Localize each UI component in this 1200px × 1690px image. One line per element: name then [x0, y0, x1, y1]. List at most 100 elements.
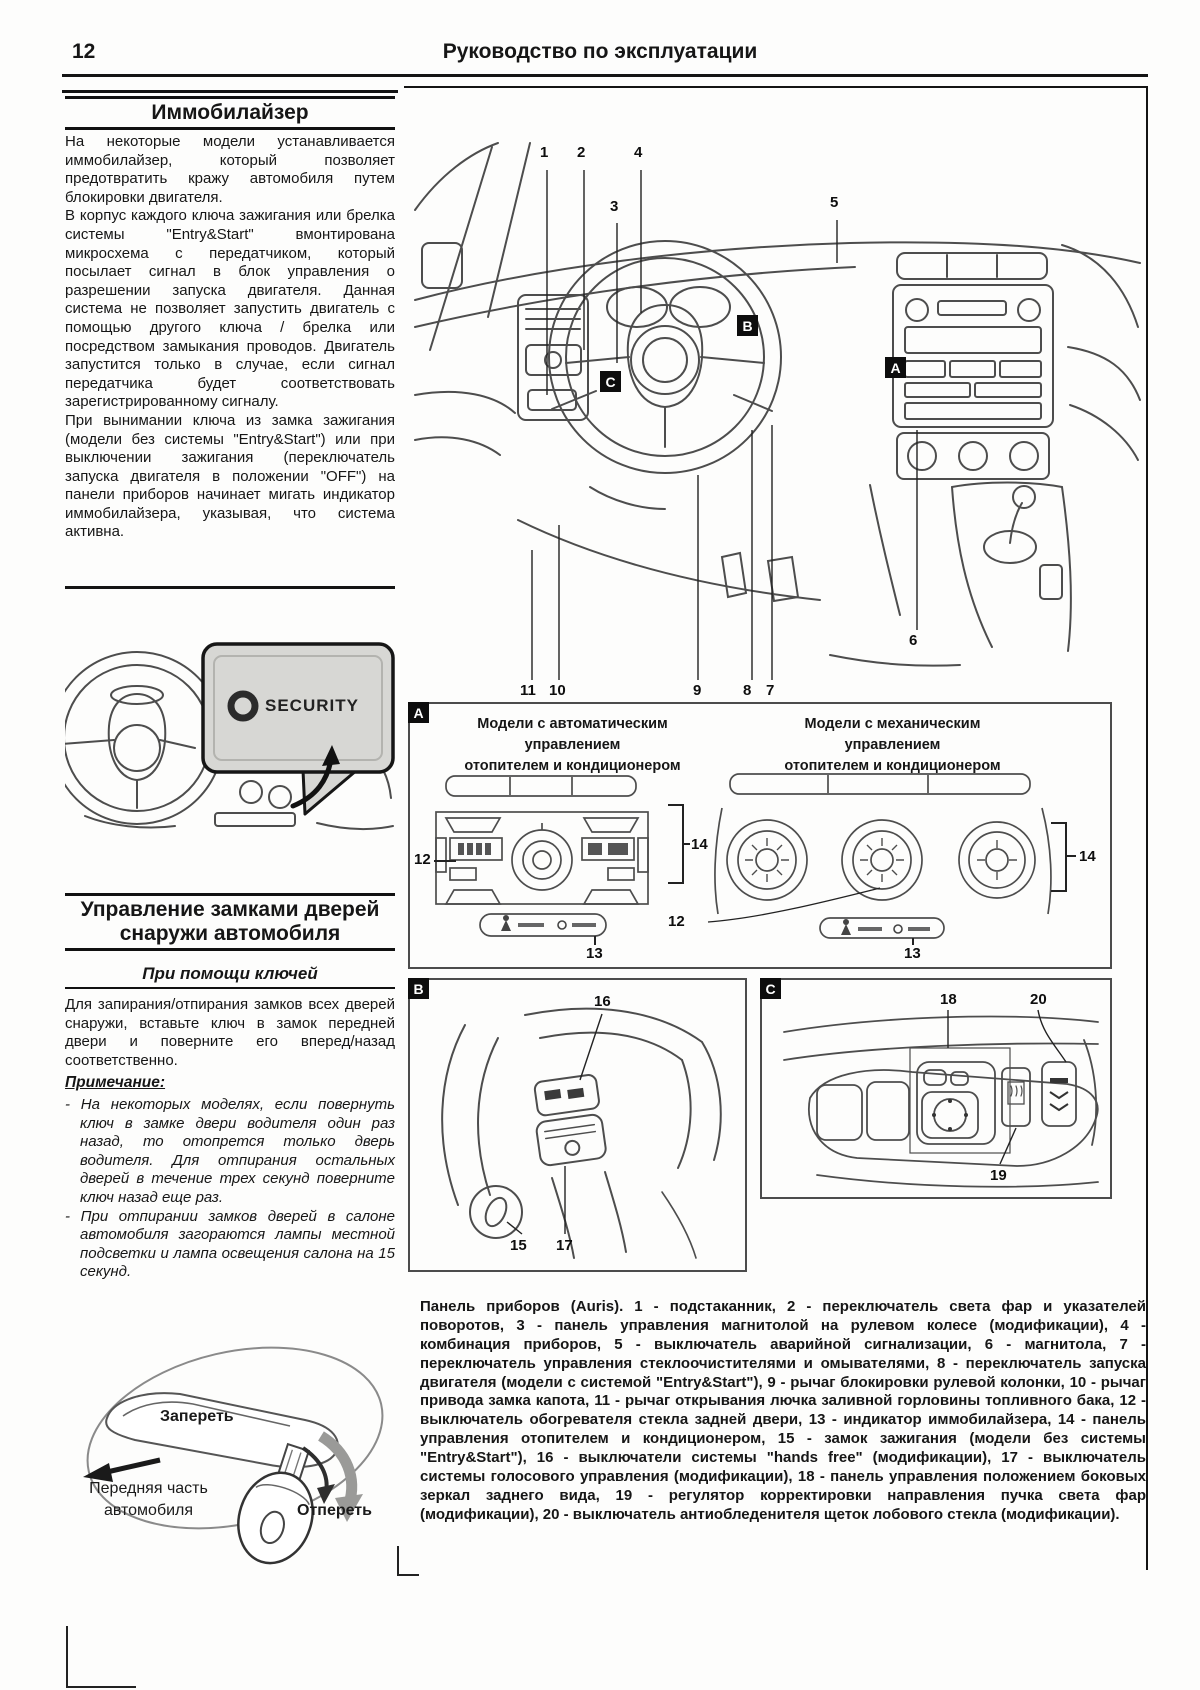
manual-climate-unit	[702, 772, 1062, 942]
section-marker-a: A	[885, 357, 906, 378]
door-locks-subtitle: При помощи ключей	[142, 964, 318, 983]
page-corner-mark	[66, 1626, 68, 1688]
panel-a-callout-12-right: 12	[668, 913, 685, 930]
callout-9: 9	[693, 682, 702, 699]
note-item: - На некоторых моделях, если повернуть к…	[65, 1096, 395, 1206]
panel-a-callout-12-left: 12	[414, 851, 431, 868]
key-figure-drawing	[83, 1346, 384, 1565]
callout-line	[912, 938, 914, 945]
callout-bracket	[668, 804, 683, 806]
panel-a-callout-13-right: 13	[904, 945, 921, 962]
door-locks-section-header: Управление замками дверей снаружи автомо…	[65, 893, 395, 952]
callout-11: 11	[520, 682, 536, 699]
deicer-switch-icon	[1049, 1078, 1069, 1112]
front-direction-arrow-icon	[83, 1457, 161, 1482]
panel-c-letter: C	[760, 978, 781, 999]
immobilizer-strip-icons	[841, 919, 930, 935]
key-lock-figure: Запереть Отпереть Передняя часть автомоб…	[65, 1320, 395, 1585]
dashboard-drawing	[414, 142, 1141, 680]
callout-bracket	[1067, 855, 1076, 857]
page-number: 12	[72, 40, 96, 63]
section-marker-b: B	[737, 315, 758, 336]
door-locks-notes: - На некоторых моделях, если повернуть к…	[65, 1096, 395, 1282]
panel-a-callout-14-left: 14	[691, 836, 708, 853]
callout-lines	[531, 170, 918, 680]
page-right-border	[1146, 86, 1148, 1570]
callout-line	[434, 860, 456, 862]
callout-bracket	[1051, 890, 1066, 892]
panel-c-drawing	[783, 1009, 1099, 1188]
security-figure-drawing	[65, 642, 395, 831]
panel-b-callout-15: 15	[510, 1237, 527, 1254]
page-title: Руководство по эксплуатации	[442, 40, 758, 63]
callout-bracket	[1051, 822, 1066, 824]
panel-b-callout-16: 16	[594, 993, 611, 1010]
callout-lines	[506, 1013, 603, 1235]
callout-12-line	[707, 887, 881, 923]
unlock-direction-label: Отпереть	[297, 1502, 372, 1519]
callout-line	[594, 936, 596, 945]
callout-bracket	[682, 843, 690, 845]
immobilizer-text: На некоторые модели устанавливается иммо…	[65, 133, 395, 542]
header-rule	[62, 74, 1148, 77]
security-indicator-icon	[227, 690, 259, 722]
callout-10: 10	[549, 682, 566, 699]
panel-b-drawing	[441, 1007, 722, 1259]
callout-2: 2	[577, 144, 586, 161]
callout-bracket	[1065, 822, 1067, 892]
security-label: SECURITY	[265, 696, 359, 715]
note-label: Примечание:	[65, 1074, 166, 1091]
immobilizer-paragraph: При вынимании ключа из замка зажигания (…	[65, 411, 395, 541]
panel-b-callout-17: 17	[556, 1237, 573, 1254]
immobilizer-paragraph: На некоторые модели устанавливается иммо…	[65, 133, 395, 206]
key-icon	[237, 1442, 314, 1565]
panel-c-callout-19: 19	[990, 1167, 1007, 1184]
security-indicator-figure: SECURITY	[65, 598, 395, 835]
lock-direction-label: Запереть	[160, 1408, 234, 1425]
callout-5: 5	[830, 194, 839, 211]
callout-6: 6	[909, 632, 918, 649]
panel-c-callout-18: 18	[940, 991, 957, 1008]
immobilizer-section-header: Иммобилайзер	[65, 96, 395, 131]
section-marker-c: C	[600, 371, 621, 392]
panel-a-letter: A	[408, 702, 429, 723]
pointer-arrowhead-icon	[322, 745, 340, 766]
frame-corner-mark	[397, 1574, 419, 1576]
door-locks-title-line2: снаружи автомобиля	[119, 922, 341, 946]
immobilizer-title: Иммобилайзер	[151, 101, 309, 124]
callout-7: 7	[766, 682, 775, 699]
panel-c-callout-20: 20	[1030, 991, 1047, 1008]
frame-corner-mark	[397, 1546, 399, 1576]
immobilizer-paragraph: В корпус каждого ключа зажигания или бре…	[65, 207, 395, 411]
page-corner-mark	[66, 1686, 136, 1688]
door-locks-intro: Для запирания/отпирания замков всех двер…	[65, 996, 395, 1069]
panel-a-callout-14-right: 14	[1079, 848, 1096, 865]
front-of-car-label: Передняя часть автомобиля	[89, 1480, 208, 1519]
callout-lines	[947, 1009, 1067, 1165]
auto-climate-unit	[432, 772, 652, 942]
dashboard-figure: 1 2 3 4 5 11 10 9 8 7 6 B A C	[400, 95, 1145, 699]
left-column-rule	[62, 90, 398, 93]
callout-bracket	[668, 882, 683, 884]
figure-caption: Панель приборов (Auris). 1 - подстаканни…	[420, 1298, 1146, 1523]
door-locks-title-line1: Управление замками дверей	[80, 898, 380, 921]
note-item: - При отпирании замков дверей в салоне а…	[65, 1207, 395, 1281]
divider-rule	[65, 586, 395, 589]
right-column-rule	[404, 86, 1148, 88]
immobilizer-strip-icons	[501, 915, 596, 931]
panel-a: A Модели с автоматическим управлением от…	[408, 702, 1112, 969]
panel-b-letter: B	[408, 978, 429, 999]
panel-a-right-heading: Модели с механическим управлением отопит…	[784, 716, 1001, 775]
callout-8: 8	[743, 682, 752, 699]
panel-b: B	[408, 978, 747, 1272]
callout-1: 1	[540, 144, 549, 161]
panel-a-callout-13-left: 13	[586, 945, 603, 962]
door-locks-subsection-header: При помощи ключей	[65, 963, 395, 989]
callout-4: 4	[634, 144, 643, 161]
panel-c: C	[760, 978, 1112, 1199]
mirror-pad-dots	[932, 1099, 968, 1131]
panel-a-left-heading: Модели с автоматическим управлением отоп…	[464, 716, 681, 775]
bubble-inner-frame	[213, 655, 383, 761]
pointer-arrow-icon	[290, 757, 334, 809]
